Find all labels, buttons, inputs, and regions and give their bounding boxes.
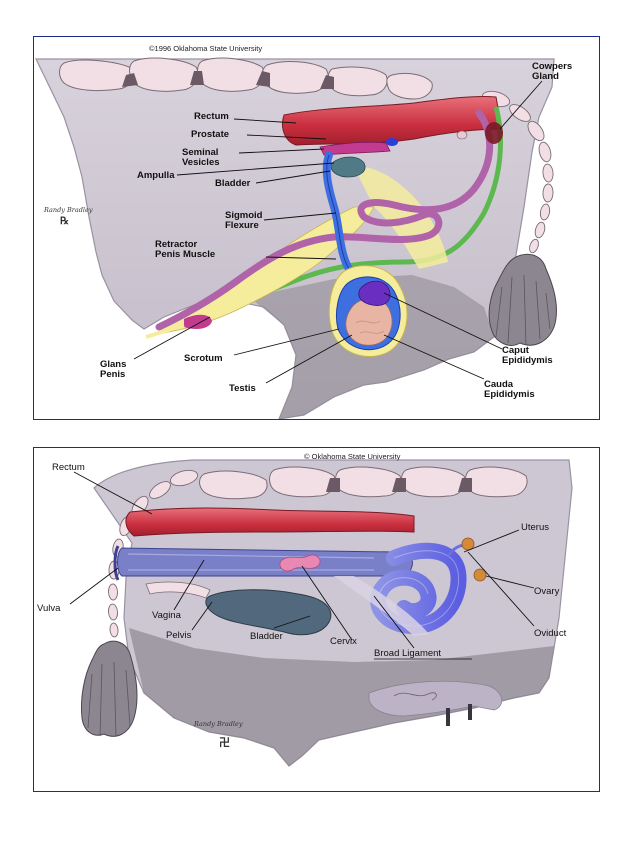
label-testis: Testis (229, 383, 256, 394)
female-diagram-panel: © Oklahoma State University Randy Bradle… (33, 447, 600, 792)
female-artist-signature: Randy Bradley (193, 720, 243, 728)
label-retractor-line2: Penis Muscle (155, 249, 215, 260)
label-seminal-line1: Seminal (182, 147, 218, 158)
male-cowpers-gland (485, 122, 503, 144)
male-diagram-panel: ©1996 Oklahoma State University Randy Br… (33, 36, 600, 420)
female-uterine-horn (370, 542, 467, 635)
label-rectum: Rectum (194, 111, 229, 122)
female-artist-monogram: 卍 (219, 736, 230, 749)
female-udder (368, 680, 503, 717)
female-vertebrae (199, 466, 528, 500)
female-rectum (125, 507, 415, 537)
label-broad-ligament: Broad Ligament (374, 648, 441, 659)
male-vertebrae (59, 57, 433, 100)
male-artist-monogram: ℞ (60, 216, 69, 227)
label-female-rectum: Rectum (52, 462, 85, 473)
label-ovary: Ovary (534, 586, 560, 597)
male-artist-signature: Randy Bradley (43, 206, 93, 214)
label-sigmoid-line2: Flexure (225, 220, 259, 231)
label-cauda-line2: Epididymis (484, 389, 535, 400)
female-copyright: © Oklahoma State University (304, 452, 401, 461)
label-cowpers-line1: Cowpers (532, 61, 572, 72)
female-lower-abdomen (129, 628, 554, 766)
label-prostate: Prostate (191, 129, 229, 140)
label-bladder: Bladder (215, 178, 251, 189)
label-scrotum: Scrotum (184, 353, 223, 364)
male-ampulla (330, 156, 366, 178)
female-cervix (279, 554, 321, 572)
label-seminal-line2: Vesicles (182, 157, 220, 168)
label-ampulla: Ampulla (137, 170, 175, 181)
female-vagina (117, 547, 413, 577)
female-vulva (113, 545, 120, 581)
label-pelvis: Pelvis (166, 630, 192, 641)
label-retractor-line1: Retractor (155, 239, 198, 250)
female-ovary-upper (461, 537, 475, 551)
female-pelvis-bone (145, 581, 211, 599)
male-tail-switch (488, 253, 557, 346)
female-tail-switch (81, 640, 138, 737)
label-sigmoid-line1: Sigmoid (225, 210, 263, 221)
female-ovary (473, 568, 487, 582)
label-glans-line1: Glans (100, 359, 126, 370)
male-penis-tract (155, 109, 494, 331)
label-female-bladder: Bladder (250, 631, 283, 642)
male-diagram-svg: ©1996 Oklahoma State University Randy Br… (35, 44, 572, 419)
male-tail-vertebrae (481, 90, 554, 254)
female-diagram-svg: © Oklahoma State University Randy Bradle… (37, 452, 573, 767)
label-caput-line2: Epididymis (502, 355, 553, 366)
male-caput-epididymis (358, 280, 391, 306)
label-cervix: Cervix (330, 636, 357, 647)
label-caput-line1: Caput (502, 345, 530, 356)
label-cauda-line1: Cauda (484, 379, 514, 390)
label-uterus: Uterus (521, 522, 549, 533)
label-vulva: Vulva (37, 603, 61, 614)
male-copyright: ©1996 Oklahoma State University (149, 44, 262, 53)
label-cowpers-line2: Gland (532, 71, 559, 82)
label-glans-line2: Penis (100, 369, 125, 380)
male-seminal-vesicles (319, 141, 391, 156)
male-leader-lines (133, 80, 543, 384)
label-oviduct: Oviduct (534, 628, 567, 639)
female-bladder (205, 589, 332, 636)
male-prostate (386, 138, 398, 146)
male-glans-penis (184, 314, 212, 329)
female-leader-lines (69, 471, 535, 649)
label-vagina: Vagina (152, 610, 182, 621)
male-rectum (282, 95, 503, 146)
